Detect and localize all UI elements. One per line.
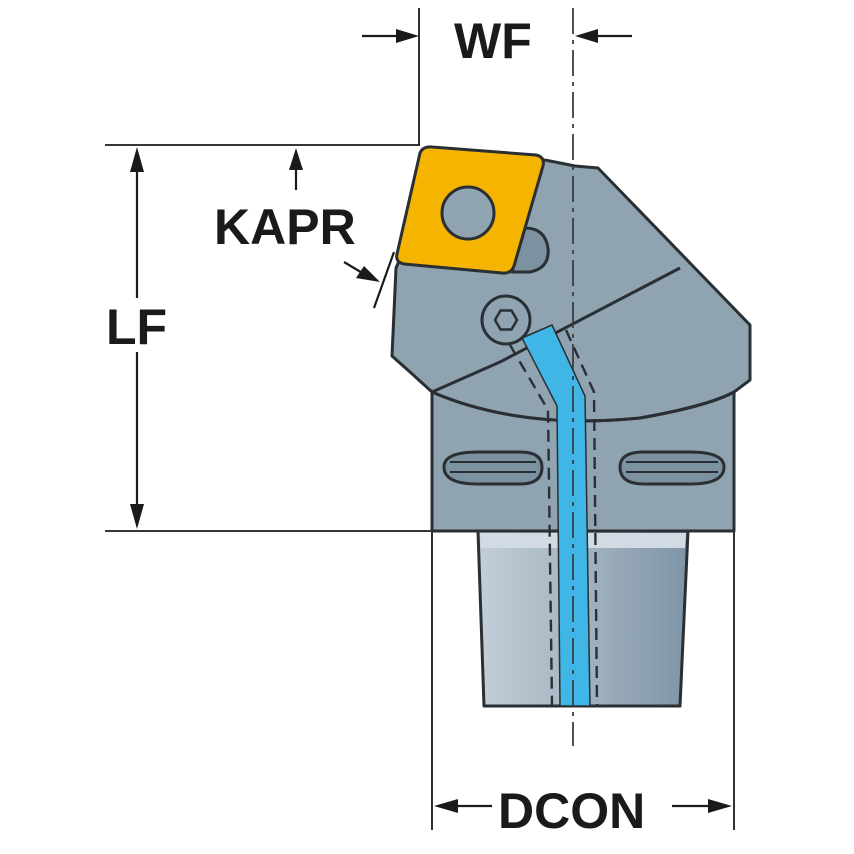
kapr-label: KAPR bbox=[214, 199, 356, 255]
clamp-slots bbox=[442, 450, 726, 486]
kapr-top-arrowhead bbox=[289, 148, 303, 170]
insert-seat bbox=[510, 226, 550, 274]
kapr-bottom-arrowhead bbox=[356, 266, 380, 282]
right-clamp-slot bbox=[618, 450, 726, 486]
left-clamp-slot bbox=[442, 450, 544, 486]
head-bevel-line bbox=[431, 390, 735, 423]
extension-lines bbox=[105, 8, 735, 830]
kapr-dimension: KAPR bbox=[214, 148, 396, 309]
hex-screw bbox=[480, 294, 532, 346]
lf-label-background bbox=[104, 298, 170, 352]
wf-dimension: WF bbox=[362, 13, 632, 69]
coolant-hidden-right bbox=[564, 329, 599, 707]
coolant-hidden-left bbox=[508, 344, 554, 707]
lf-top-arrowhead bbox=[130, 147, 144, 172]
wf-label: WF bbox=[454, 13, 532, 69]
dcon-dimension: DCON bbox=[434, 783, 732, 839]
dcon-label: DCON bbox=[498, 783, 645, 839]
kapr-reference-line bbox=[372, 251, 396, 309]
dcon-right-arrowhead bbox=[708, 799, 732, 813]
wf-right-arrowhead bbox=[575, 29, 598, 43]
lf-label: LF bbox=[106, 299, 167, 355]
cutting-insert bbox=[395, 145, 545, 275]
lf-dimension: LF bbox=[104, 147, 170, 529]
wf-left-arrowhead bbox=[396, 29, 419, 43]
hex-socket-icon bbox=[493, 309, 519, 331]
lf-bottom-arrowhead bbox=[130, 504, 144, 529]
head-facet-line bbox=[431, 266, 681, 394]
insert-hole bbox=[440, 185, 496, 241]
dcon-left-arrowhead bbox=[434, 799, 458, 813]
